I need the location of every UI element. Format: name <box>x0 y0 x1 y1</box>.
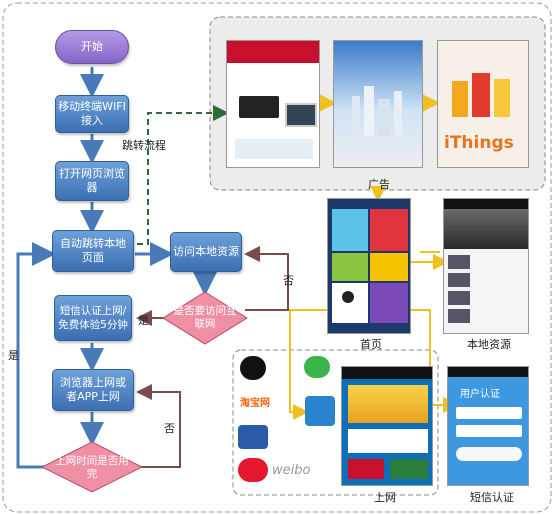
step-browser: 打开网页浏览器 <box>55 161 129 201</box>
step-surf: 浏览器上网或者APP上网 <box>52 369 134 411</box>
tile-accessibility <box>332 283 368 323</box>
monitor-icon <box>285 103 317 127</box>
internet-portal-screen <box>341 366 433 486</box>
status-bar <box>342 367 432 379</box>
auth-title: 用户认证 <box>460 389 500 400</box>
qq-icon <box>240 356 266 380</box>
arrow-home-sms <box>400 309 459 413</box>
label-sms-auth: 短信认证 <box>470 491 514 504</box>
product-icon <box>472 73 490 117</box>
taobao-label: 淘宝网 <box>240 397 270 409</box>
person-icon <box>342 291 354 303</box>
step-wifi: 移动终端WIFI接入 <box>55 95 129 133</box>
router-icon <box>239 96 279 118</box>
label-jump: 跳转流程 <box>122 139 166 152</box>
login-button[interactable] <box>456 447 522 461</box>
weibo-label: weibo <box>272 463 311 478</box>
status-bar <box>448 367 528 377</box>
step-redirect: 自动跳转本地页面 <box>52 230 134 272</box>
arrow-no-back-surf <box>136 384 181 468</box>
step-local-label: 访问本地资源 <box>173 245 239 258</box>
building-icon <box>394 91 402 136</box>
arrow-yes-back-redirect <box>16 242 56 469</box>
phone-field[interactable] <box>456 407 522 419</box>
news-app-icon <box>238 425 268 449</box>
ad-image-router <box>226 40 320 168</box>
building-icon <box>352 96 360 136</box>
step-surf-label: 浏览器上网或者APP上网 <box>60 376 126 403</box>
start-label: 开始 <box>81 40 103 53</box>
arrow-jump-ads <box>137 105 229 245</box>
thumb-icon <box>448 273 470 287</box>
step-browser-label: 打开网页浏览器 <box>59 167 125 194</box>
home-screen <box>327 198 411 334</box>
internet-panel-frame <box>232 349 439 496</box>
ad-footer <box>235 139 313 159</box>
label-local-resources: 本地资源 <box>467 338 511 351</box>
decision-time-label: 上网时间是否用完 <box>55 455 129 480</box>
step-sms: 短信认证上网/免费体验5分钟 <box>54 295 132 341</box>
ad-image-city <box>333 40 423 168</box>
search-app-icon <box>305 396 335 426</box>
status-bar <box>444 199 528 209</box>
label-home: 首页 <box>360 338 382 351</box>
wechat-icon <box>304 356 330 378</box>
step-redirect-label: 自动跳转本地页面 <box>60 237 126 264</box>
video-banner <box>444 209 528 249</box>
label-yes-mid: 是 <box>138 314 149 327</box>
flag-icon <box>390 459 428 479</box>
ad3-word: iThings <box>444 133 514 153</box>
step-local-resources: 访问本地资源 <box>170 232 242 272</box>
tile-green <box>332 253 368 281</box>
tile-ad <box>370 209 408 251</box>
promo-banner <box>348 385 428 423</box>
product-icon <box>452 81 468 117</box>
label-yes-left: 是 <box>8 349 19 362</box>
building-icon <box>378 99 390 136</box>
code-field[interactable] <box>456 425 522 437</box>
building-icon <box>364 86 374 136</box>
label-internet: 上网 <box>374 491 396 504</box>
local-resources-screen <box>443 198 529 334</box>
label-no-right: 否 <box>283 274 294 287</box>
thumb-icon <box>448 291 470 305</box>
ad-image-ithings: iThings <box>437 40 529 168</box>
weibo-icon <box>238 458 268 482</box>
arrow-home-internet <box>289 309 330 420</box>
decision-internet-label: 是否要访问互联网 <box>173 305 237 330</box>
start-node: 开始 <box>55 30 129 64</box>
step-sms-label: 短信认证上网/免费体验5分钟 <box>58 305 128 331</box>
product-icon <box>494 79 510 117</box>
step-wifi-label: 移动终端WIFI接入 <box>58 100 126 127</box>
tile-yellow <box>370 253 408 281</box>
ad-banner <box>227 41 319 63</box>
label-ads: 广告 <box>368 178 390 191</box>
arrow-no-back-local <box>244 246 289 311</box>
taobao-icon: 淘宝网 <box>238 392 272 410</box>
tile-purple <box>370 283 408 323</box>
label-no-bottom: 否 <box>164 422 175 435</box>
content-block <box>348 429 428 453</box>
flag-icon <box>348 459 384 479</box>
tile-phone <box>332 209 368 251</box>
thumb-icon <box>448 255 470 269</box>
thumb-icon <box>448 309 470 323</box>
sms-auth-screen: 用户认证 <box>447 366 529 486</box>
